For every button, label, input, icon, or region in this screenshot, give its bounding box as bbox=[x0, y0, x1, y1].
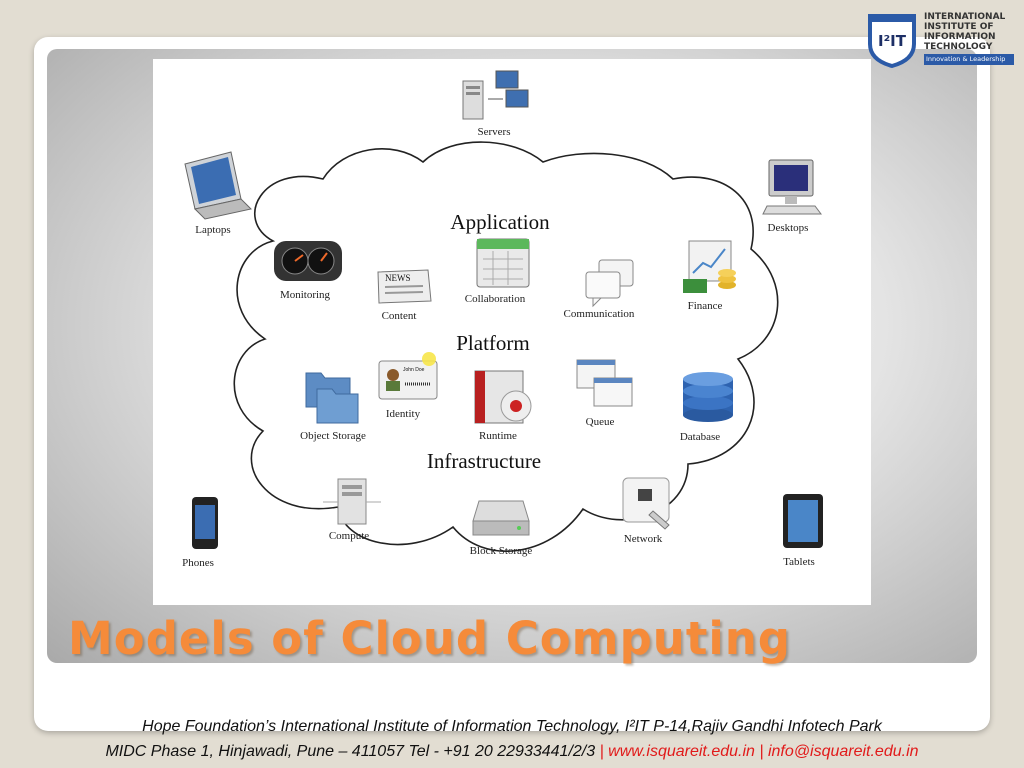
logo-text: INTERNATIONAL INSTITUTE OF INFORMATION T… bbox=[924, 12, 1016, 52]
desktop-icon bbox=[762, 159, 822, 215]
laptops-label: Laptops bbox=[195, 224, 230, 236]
footer-website-link[interactable]: www.isquareit.edu.in bbox=[608, 743, 755, 760]
tablets-label: Tablets bbox=[783, 556, 815, 568]
logo-line1: INTERNATIONAL bbox=[924, 12, 1006, 22]
object-storage-label: Object Storage bbox=[300, 430, 366, 442]
cloud-diagram-svg: Servers Laptops Desktops Phones Tablets bbox=[182, 70, 823, 569]
footer-line2: MIDC Phase 1, Hinjawadi, Pune – 411057 T… bbox=[40, 743, 984, 761]
id-card-icon: John Doe bbox=[378, 352, 438, 400]
cloud-outline bbox=[233, 141, 779, 552]
slide-title: Models of Cloud Computing bbox=[68, 612, 792, 665]
institute-logo: I²IT INTERNATIONAL INSTITUTE OF INFORMAT… bbox=[866, 10, 1016, 70]
content-label: Content bbox=[382, 310, 417, 322]
network-port-icon bbox=[622, 477, 670, 530]
block-storage-label: Block Storage bbox=[470, 545, 533, 557]
phones-label: Phones bbox=[182, 557, 214, 569]
footer-separator-1: | bbox=[595, 743, 609, 760]
footer-separator-2: | bbox=[754, 743, 768, 760]
identity-label: Identity bbox=[386, 408, 421, 420]
runtime-box-icon bbox=[474, 370, 532, 424]
cloud-diagram: Servers Laptops Desktops Phones Tablets bbox=[153, 59, 871, 605]
database-label: Database bbox=[680, 431, 720, 443]
compute-label: Compute bbox=[329, 530, 369, 542]
application-heading: Application bbox=[450, 210, 550, 234]
logo-tagline: Innovation & Leadership bbox=[924, 54, 1014, 65]
calendar-icon bbox=[476, 238, 530, 288]
queue-label: Queue bbox=[586, 416, 615, 428]
communication-label: Communication bbox=[564, 308, 635, 320]
logo-line2: INSTITUTE OF bbox=[924, 22, 994, 32]
desktops-label: Desktops bbox=[768, 222, 809, 234]
database-icon bbox=[683, 372, 733, 422]
network-label: Network bbox=[624, 533, 663, 545]
monitoring-gauge-icon bbox=[274, 241, 342, 281]
collaboration-label: Collaboration bbox=[465, 293, 526, 305]
footer-email-link[interactable]: info@isquareit.edu.in bbox=[767, 743, 919, 760]
logo-mark-text: I²IT bbox=[878, 32, 907, 50]
finance-label: Finance bbox=[688, 300, 723, 312]
monitoring-label: Monitoring bbox=[280, 289, 331, 301]
laptop-icon bbox=[184, 151, 253, 220]
folder-icon bbox=[305, 372, 359, 424]
phone-icon bbox=[192, 497, 218, 549]
logo-line3: INFORMATION bbox=[924, 32, 996, 42]
platform-heading: Platform bbox=[456, 331, 530, 355]
servers-label: Servers bbox=[478, 126, 511, 138]
servers-icon bbox=[462, 70, 529, 120]
runtime-label: Runtime bbox=[479, 430, 517, 442]
queue-windows-icon bbox=[576, 359, 633, 407]
finance-chart-icon bbox=[683, 240, 736, 293]
chat-bubbles-icon bbox=[585, 259, 634, 308]
footer-line1: Hope Foundation’s International Institut… bbox=[142, 718, 882, 735]
news-badge-text: NEWS bbox=[385, 273, 411, 283]
compute-server-icon bbox=[323, 478, 381, 525]
tablet-icon bbox=[783, 494, 823, 548]
newspaper-icon: NEWS bbox=[377, 269, 432, 304]
id-card-name: John Doe bbox=[403, 367, 425, 373]
logo-mark-icon: I²IT bbox=[868, 14, 916, 68]
logo-line4: TECHNOLOGY bbox=[924, 42, 993, 52]
footer-address: MIDC Phase 1, Hinjawadi, Pune – 411057 T… bbox=[105, 743, 596, 760]
infrastructure-heading: Infrastructure bbox=[427, 449, 541, 473]
hard-drive-icon bbox=[472, 500, 530, 536]
